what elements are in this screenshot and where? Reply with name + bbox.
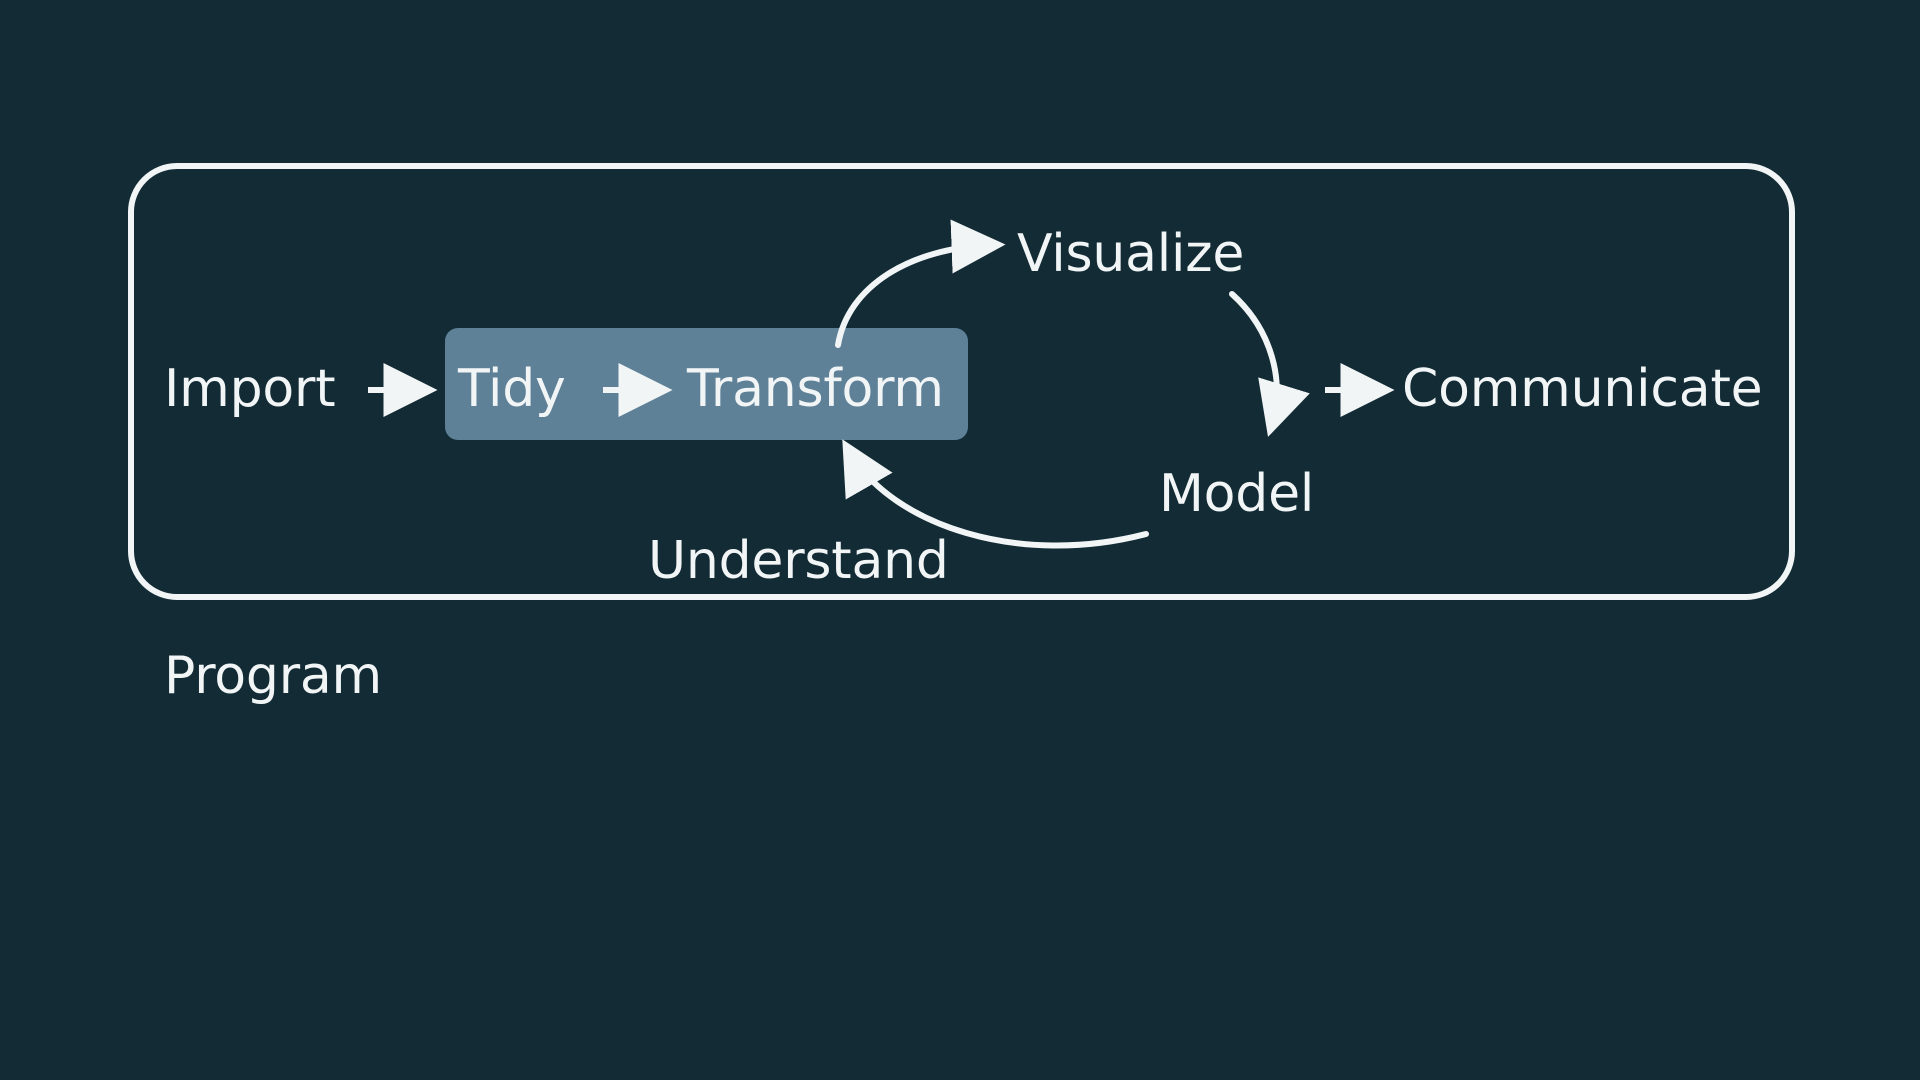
- node-label-transform: Transform: [687, 359, 944, 419]
- group-label-program: Program: [164, 646, 383, 706]
- node-label-visualize: Visualize: [1017, 224, 1245, 284]
- node-label-model: Model: [1159, 464, 1315, 524]
- edge-model-to-transform: [842, 439, 1149, 549]
- node-label-tidy: Tidy: [458, 359, 566, 419]
- edge-transform-to-visualize: [835, 219, 1006, 348]
- edge-visualize-to-model: [1229, 291, 1310, 437]
- program-boundary-box: [128, 163, 1795, 600]
- node-label-communicate: Communicate: [1402, 359, 1763, 419]
- node-label-import: Import: [164, 359, 336, 419]
- group-label-understand: Understand: [648, 531, 949, 591]
- wrangle-highlight-box: [445, 328, 968, 440]
